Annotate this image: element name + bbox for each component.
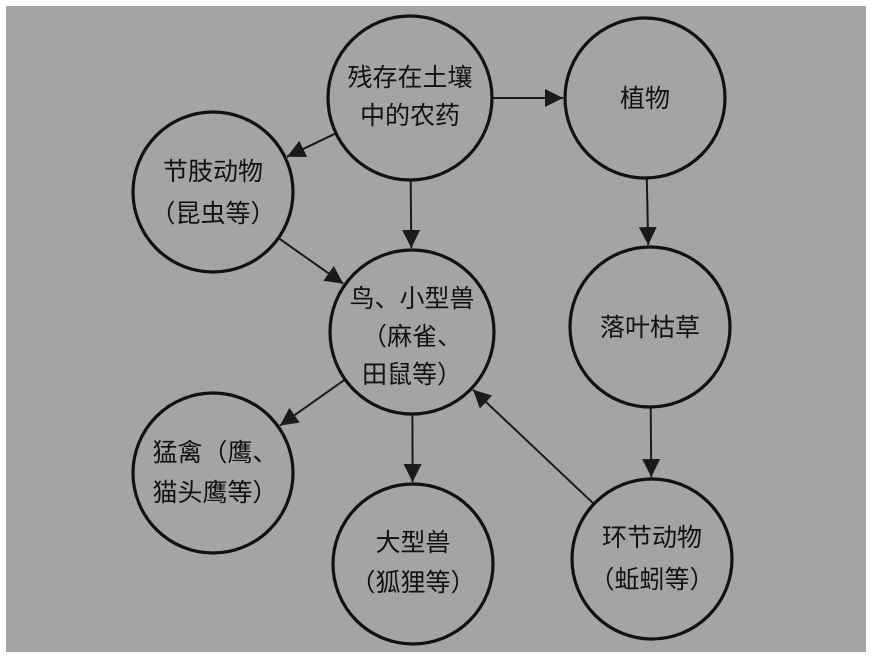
node-raptors-line1: 猛禽（鹰、: [152, 438, 277, 467]
node-large-mammals-line2: （狐狸等）: [350, 568, 475, 597]
node-arthropods: 节肢动物 （昆虫等）: [131, 110, 295, 274]
arrow-pesticide-to-arthropods: [286, 132, 336, 158]
arrow-annelids-to-birds: [472, 388, 594, 505]
node-plants: 植物: [563, 16, 727, 180]
node-annelids: 环节动物 （蚯蚓等）: [570, 477, 734, 641]
node-birds-line3: 田鼠等）: [362, 360, 462, 389]
node-annelids-line1: 环节动物: [602, 523, 702, 552]
node-birds-circle: [328, 248, 496, 416]
node-leaf-litter: 落叶枯草: [568, 245, 732, 409]
node-arthropods-line1: 节肢动物: [163, 157, 263, 186]
node-pesticide-in-soil: 残存在土壤 中的农药: [326, 14, 494, 182]
node-large-mammals-circle: [331, 482, 495, 646]
node-birds-line1: 鸟、小型兽: [349, 284, 474, 313]
node-arthropods-line2: （昆虫等）: [150, 199, 275, 228]
arrow-birds-to-raptors: [279, 379, 345, 427]
node-annelids-circle: [570, 477, 734, 641]
arrow-pesticide-to-birds: [402, 180, 421, 249]
node-annelids-line2: （蚯蚓等）: [589, 565, 714, 594]
node-plants-line1: 植物: [620, 84, 670, 113]
node-litter-line1: 落叶枯草: [600, 313, 700, 342]
node-pesticide-line2: 中的农药: [360, 101, 460, 130]
arrow-plants-to-litter: [638, 178, 657, 246]
node-raptors: 猛禽（鹰、 猫头鹰等）: [131, 391, 295, 555]
node-pesticide-line1: 残存在土壤: [347, 63, 472, 92]
node-birds-small-mammals: 鸟、小型兽 （麻雀、 田鼠等）: [328, 248, 496, 416]
node-raptors-circle: [131, 391, 295, 555]
node-pesticide-circle: [326, 14, 494, 182]
node-birds-line2: （麻雀、: [362, 322, 462, 351]
node-raptors-line2: 猫头鹰等）: [152, 478, 277, 507]
node-large-mammals: 大型兽 （狐狸等）: [331, 482, 495, 646]
node-large-mammals-line1: 大型兽: [375, 528, 450, 557]
arrow-litter-to-annelids: [642, 407, 661, 478]
node-litter-circle: [568, 245, 732, 409]
node-arthropods-circle: [131, 110, 295, 274]
arrow-arthropods-to-birds: [278, 237, 344, 285]
node-plants-circle: [563, 16, 727, 180]
edges-layer: [278, 89, 661, 505]
